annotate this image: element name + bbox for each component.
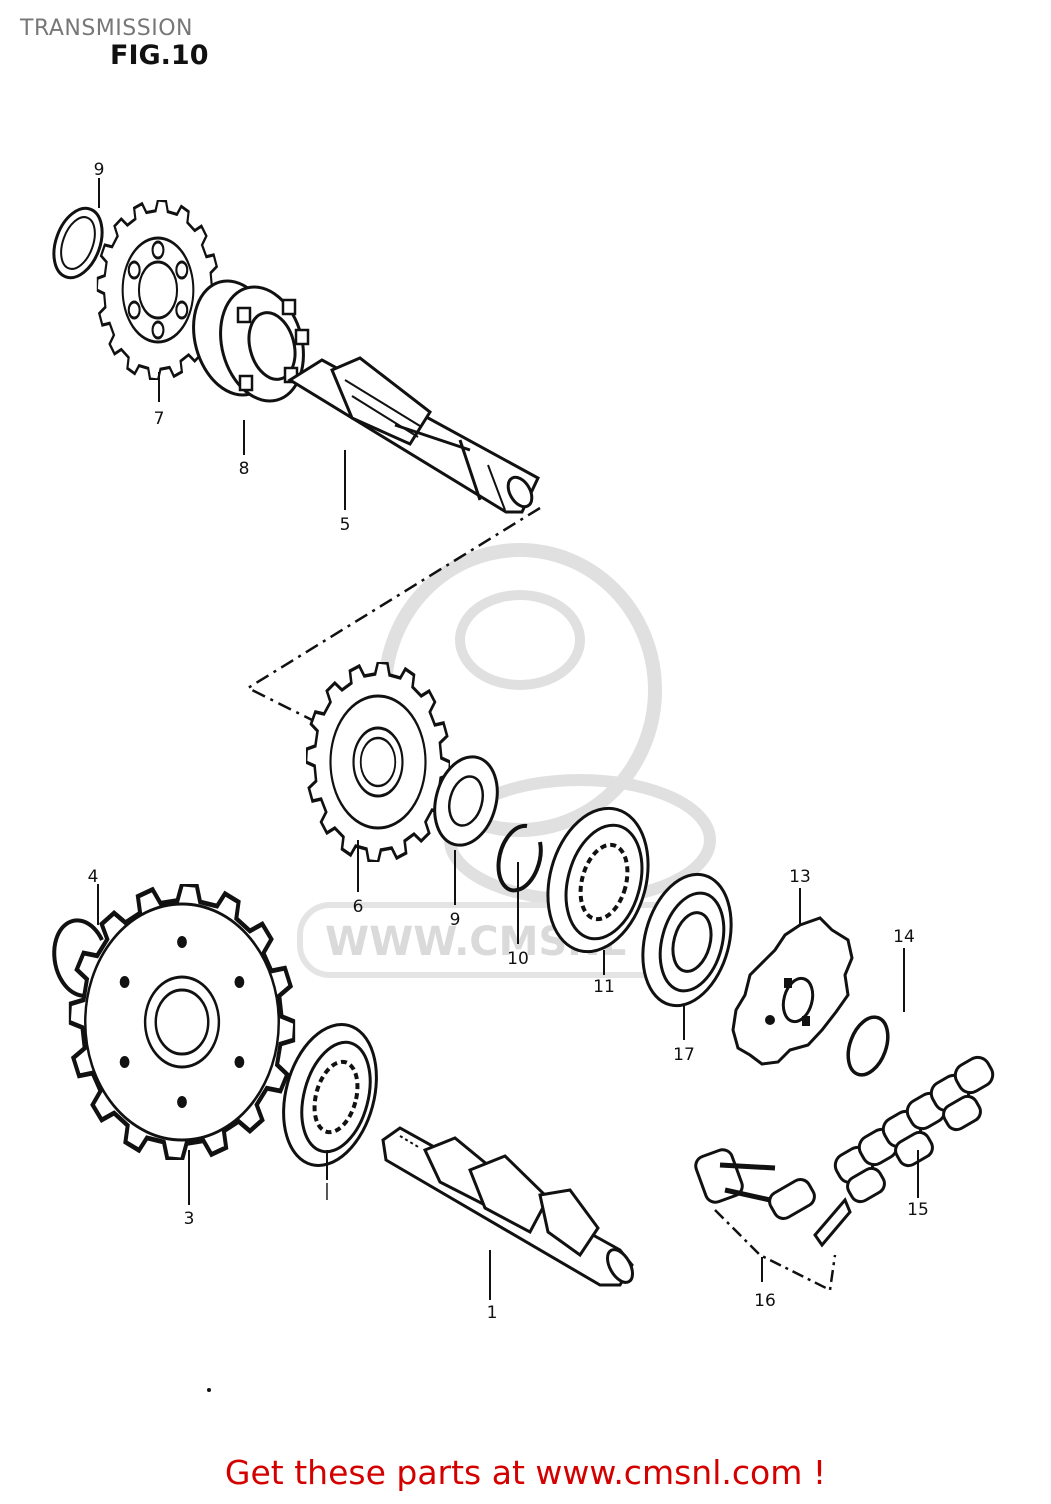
callout-1: 1: [487, 1303, 498, 1323]
figure-label: FIG.10: [110, 40, 209, 71]
part-3-primary-driven-gear: [69, 884, 295, 1160]
callout-4: 4: [88, 867, 99, 887]
part-8-clutch-hub: [192, 279, 310, 403]
part-14-circlip: [846, 1015, 890, 1077]
part-11-bearing: [546, 806, 650, 954]
section-title: TRANSMISSION: [20, 16, 193, 41]
part-2-bearing: [282, 1023, 378, 1167]
callout-7: 7: [154, 409, 165, 429]
callout-3: 3: [184, 1209, 195, 1229]
callout-10: 10: [507, 949, 529, 969]
callout-9-middle: 9: [450, 910, 461, 930]
callout-17: 17: [673, 1045, 695, 1065]
part-13-sprocket: [731, 916, 854, 1066]
part-16-chain-joint: [694, 1148, 852, 1292]
stray-dot: [207, 1388, 211, 1392]
callout-11: 11: [593, 977, 615, 997]
callout-15: 15: [907, 1200, 929, 1220]
callout-5: 5: [340, 515, 351, 535]
part-9-thrust-washer: [433, 755, 499, 847]
part-6-gear: [306, 662, 450, 862]
part-7-gear: [96, 200, 220, 380]
parts-shop-link[interactable]: Get these parts at www.cmsnl.com !: [224, 1453, 827, 1492]
part-9-circlip-upper: [52, 206, 104, 280]
callout-2: |: [324, 1181, 330, 1201]
part-10-circlip: [496, 823, 543, 893]
callout-13: 13: [789, 867, 811, 887]
callout-leaders: [97, 178, 919, 1300]
callout-8: 8: [239, 459, 250, 479]
callout-9-upper: 9: [94, 160, 105, 180]
callout-16: 16: [754, 1291, 776, 1311]
part-1-input-shaft: [381, 1126, 634, 1287]
part-17-oil-seal: [641, 872, 733, 1008]
part-15-drive-chain: [833, 1055, 995, 1204]
callout-6: 6: [353, 897, 364, 917]
part-5-countershaft: [287, 356, 540, 514]
callout-14: 14: [893, 927, 915, 947]
